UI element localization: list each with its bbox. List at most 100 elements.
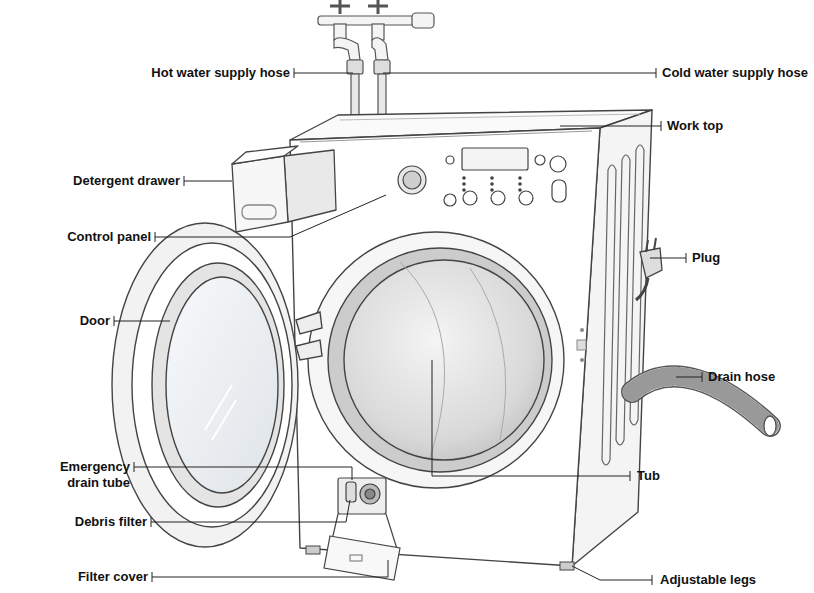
control-panel [398,148,566,206]
part-label: Control panel [0,229,151,245]
part-label: Work top [667,118,787,134]
control-panel-part-part [490,182,494,186]
leader-lines-part [152,560,388,582]
control-panel-part [550,156,566,172]
part-label: Cold water supply hose [662,65,814,81]
door-part [112,223,298,547]
leader-lines-part [134,462,352,480]
tub-opening-part [580,358,584,362]
adjustable-legs [306,546,574,570]
adjustable-legs-part [560,562,574,570]
part-label: Emergency drain tube [38,459,130,491]
water-faucets-part [374,60,390,74]
tub-opening-part [400,262,445,458]
leader-lines-part [151,500,350,527]
door-part [296,340,322,360]
detergent-drawer-part [284,150,336,222]
control-panel-part-part [518,182,522,186]
leader-lines-part [294,68,353,78]
control-panel-part-part [462,176,466,180]
part-label: Hot water supply hose [130,65,290,81]
tub-opening-part [344,260,544,460]
washer-body-part [340,114,640,120]
drain-hose-part [764,416,776,436]
detergent-drawer [232,146,336,232]
debris-filter-part [338,478,386,514]
leader-lines-part [676,372,702,382]
water-faucets-part [334,38,360,60]
water-faucets-part [372,38,388,60]
part-label: Drain hose [708,369,814,385]
adjustable-legs-part [306,546,320,554]
washer-body-part [300,131,592,142]
detergent-drawer-part [242,205,276,219]
leader-lines-part [560,121,661,131]
leader-lines-part [114,316,170,326]
part-label: Detergent drawer [0,173,180,189]
water-faucets [318,0,434,74]
control-panel-part [462,148,528,170]
debris-filter-part [350,555,362,561]
door-part [205,385,236,440]
plug-part [640,248,662,278]
door-part [166,277,278,493]
control-panel-part [552,180,566,202]
detergent-drawer-part [232,156,288,232]
water-faucets-part [412,13,434,28]
leader-lines-part [432,360,630,481]
water-faucets-part [347,60,363,74]
control-panel-part [535,155,545,165]
leader-lines-part [184,176,232,186]
control-panel-part [462,176,522,192]
control-panel-part [519,191,533,205]
debris-filter [324,478,400,580]
debris-filter-part [360,484,380,504]
control-panel-part-part [490,176,494,180]
tub-opening-part [328,248,552,472]
door-part [296,312,322,334]
tub-opening-part [470,268,506,440]
debris-filter-part [324,536,400,580]
control-panel-part [398,166,426,194]
leader-lines-part [155,195,386,242]
door [112,223,322,547]
leader-lines-part [572,566,652,585]
tub-opening [308,232,586,488]
control-panel-part [446,156,454,164]
side-grooves-part [602,165,616,465]
control-panel-part [444,194,456,206]
leader-lines-part [650,253,686,263]
control-panel-part-part [518,188,522,192]
debris-filter-part [365,489,375,499]
part-label: Tub [637,468,717,484]
water-faucets-part [368,0,388,14]
washer-body-part [290,128,600,566]
part-label: Filter cover [0,569,148,585]
washer-body [290,110,652,566]
part-label: Door [0,313,110,329]
control-panel-part-part [518,176,522,180]
control-panel-part-part [490,188,494,192]
debris-filter-part [346,482,356,502]
water-faucets-part [330,0,350,14]
control-panel-part [403,171,421,189]
tub-opening-part [577,340,586,350]
detergent-drawer-part [232,146,298,164]
drain-hose [632,376,776,436]
control-panel-part [463,191,477,205]
control-panel-part-part [462,188,466,192]
part-label: Plug [692,250,772,266]
door-part [132,243,292,527]
plug-part [646,238,656,252]
door-part [152,263,284,507]
leader-lines-part [383,68,656,78]
leader-lines [114,68,702,585]
tub-opening-part [580,328,584,332]
part-label: Debris filter [0,514,147,530]
control-panel-part [491,191,505,205]
plug [636,238,662,300]
side-grooves [602,145,644,465]
plug-part [636,278,648,300]
